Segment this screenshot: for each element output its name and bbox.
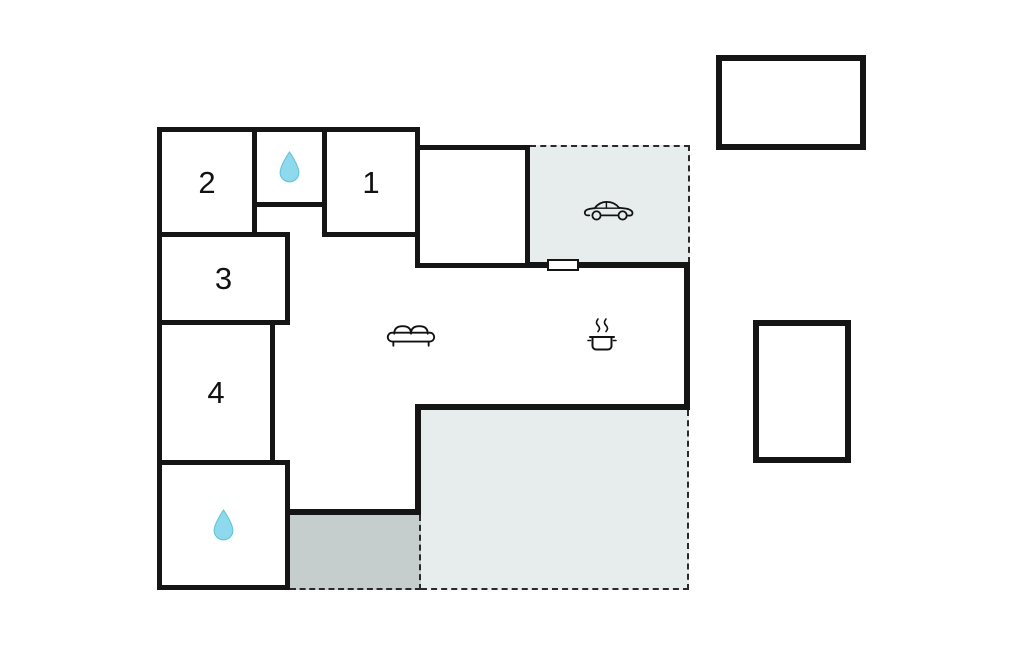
sofa-icon xyxy=(385,320,437,351)
wall-carport-bottom xyxy=(530,262,690,268)
door-marker xyxy=(547,259,579,271)
outbuilding-top xyxy=(716,55,866,150)
patio-area xyxy=(290,515,421,590)
room-bedroom-2: 2 xyxy=(157,127,257,237)
room-bedroom-4: 4 xyxy=(157,320,275,465)
room-2-label: 2 xyxy=(198,164,216,200)
room-bedroom-1: 1 xyxy=(322,127,420,237)
carport-area xyxy=(530,145,690,263)
room-entrance xyxy=(415,145,530,268)
car-icon xyxy=(583,196,637,224)
room-bedroom-3: 3 xyxy=(157,232,290,325)
room-bathroom-top xyxy=(252,127,327,207)
terrace-area xyxy=(421,410,689,590)
cooking-pot-icon xyxy=(585,316,619,356)
wall-hall-bottom-left xyxy=(285,509,421,515)
room-3-label: 3 xyxy=(214,261,233,296)
water-drop-icon xyxy=(277,150,302,184)
room-4-label: 4 xyxy=(207,375,225,410)
water-drop-icon xyxy=(211,508,236,542)
outbuilding-right xyxy=(753,320,851,463)
wall-hall-right xyxy=(684,262,690,410)
room-bathroom-bottom xyxy=(157,460,290,590)
room-1-label: 1 xyxy=(362,164,380,200)
wall-hall-left-lower xyxy=(415,404,421,515)
wall-hall-bottom-right xyxy=(415,404,690,410)
